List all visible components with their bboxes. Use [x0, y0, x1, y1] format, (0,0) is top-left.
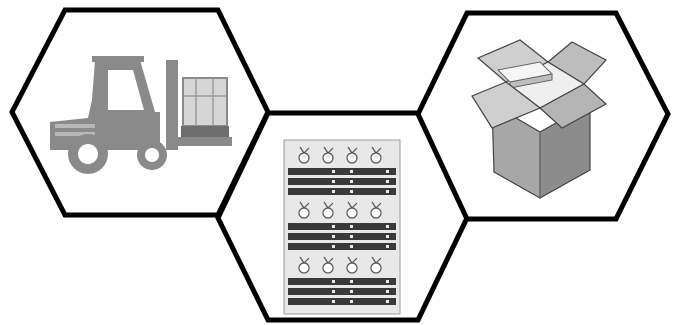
rack-shelf [288, 188, 396, 195]
shelf-tag [350, 170, 353, 173]
rack-shelf [288, 233, 396, 240]
shelf-tag [332, 300, 335, 303]
rack-shelf [288, 223, 396, 230]
shelf-tag [332, 235, 335, 238]
shelf-tag [386, 300, 389, 303]
shelf-tag [332, 180, 335, 183]
shelf-tag [386, 245, 389, 248]
shelf-tag [332, 245, 335, 248]
shelf-tag [350, 280, 353, 283]
rack-shelf [288, 288, 396, 295]
shelf-tag [350, 225, 353, 228]
produce-rack-icon [284, 140, 400, 314]
shelf-tag [332, 225, 335, 228]
shelf-tag [386, 190, 389, 193]
shelf-tag [386, 235, 389, 238]
shelf-tag [332, 280, 335, 283]
shelf-tag [350, 190, 353, 193]
shelf-tag [350, 235, 353, 238]
rack-shelf [288, 178, 396, 185]
shelf-tag [332, 170, 335, 173]
forklift-panel [12, 10, 268, 215]
shelf-tag [386, 290, 389, 293]
shelf-tag [386, 170, 389, 173]
shelf-tag [350, 290, 353, 293]
shelf-tag [350, 245, 353, 248]
shelf-tag [386, 180, 389, 183]
shelf-tag [350, 180, 353, 183]
shelf-tag [332, 190, 335, 193]
shelf-tag [350, 300, 353, 303]
box-panel [418, 13, 668, 219]
shelf-tag [386, 280, 389, 283]
rack-shelf [288, 243, 396, 250]
rack-shelf [288, 278, 396, 285]
rack-shelf [288, 168, 396, 175]
rack-shelf [288, 298, 396, 305]
shelf-tag [332, 290, 335, 293]
shelf-tag [386, 225, 389, 228]
